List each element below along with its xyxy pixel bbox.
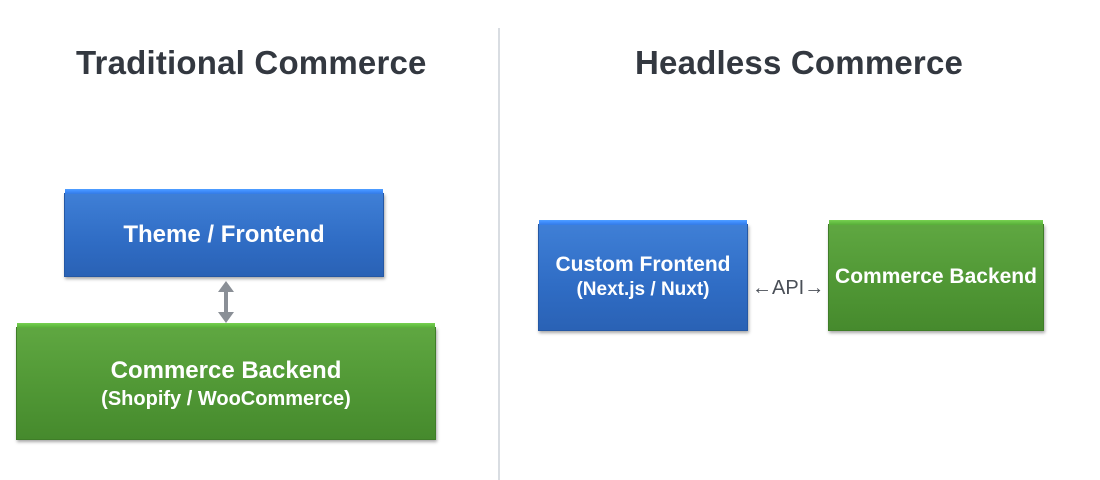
traditional-backend-sub: (Shopify / WooCommerce): [101, 387, 351, 410]
traditional-backend-label: Commerce Backend: [110, 356, 342, 384]
api-connector-label: ←API→: [752, 277, 825, 299]
custom-frontend-label: Custom Frontend: [555, 253, 731, 277]
theme-frontend-box: Theme / Frontend: [64, 193, 384, 277]
custom-frontend-box: Custom Frontend (Next.js / Nuxt): [538, 224, 748, 331]
section-divider: [498, 28, 500, 480]
headless-heading: Headless Commerce: [635, 44, 964, 81]
headless-backend-box: Commerce Backend: [828, 224, 1044, 331]
bidirectional-arrow-icon: [218, 281, 234, 323]
theme-frontend-label: Theme / Frontend: [123, 221, 325, 248]
traditional-heading: Traditional Commerce: [76, 44, 427, 81]
headless-backend-label: Commerce Backend: [835, 265, 1037, 289]
traditional-backend-box: Commerce Backend (Shopify / WooCommerce): [16, 327, 436, 440]
custom-frontend-sub: (Next.js / Nuxt): [576, 279, 710, 301]
